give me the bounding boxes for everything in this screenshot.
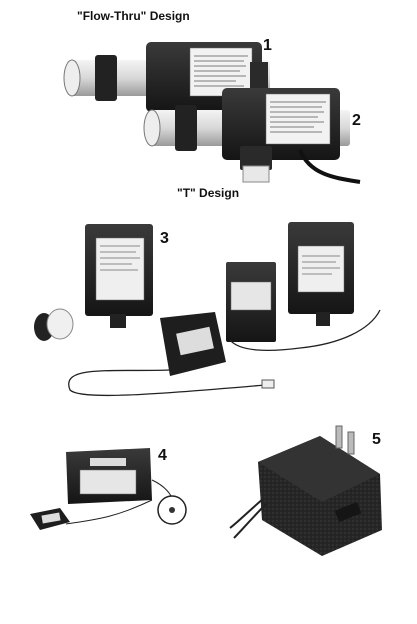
air-switch-kit — [34, 222, 381, 397]
caption-t-design: "T" Design — [177, 186, 240, 200]
product-number-1: 1 — [263, 37, 272, 54]
product-number-5: 5 — [372, 431, 381, 448]
plug-in-transformer — [229, 425, 382, 556]
product-number-3: 3 — [160, 230, 169, 247]
caption-flow-thru: "Flow-Thru" Design — [77, 9, 190, 23]
t-design-heater — [143, 88, 361, 184]
mc-controller-kit — [30, 448, 187, 530]
product-number-4: 4 — [158, 447, 167, 464]
product-number-2: 2 — [352, 112, 361, 129]
